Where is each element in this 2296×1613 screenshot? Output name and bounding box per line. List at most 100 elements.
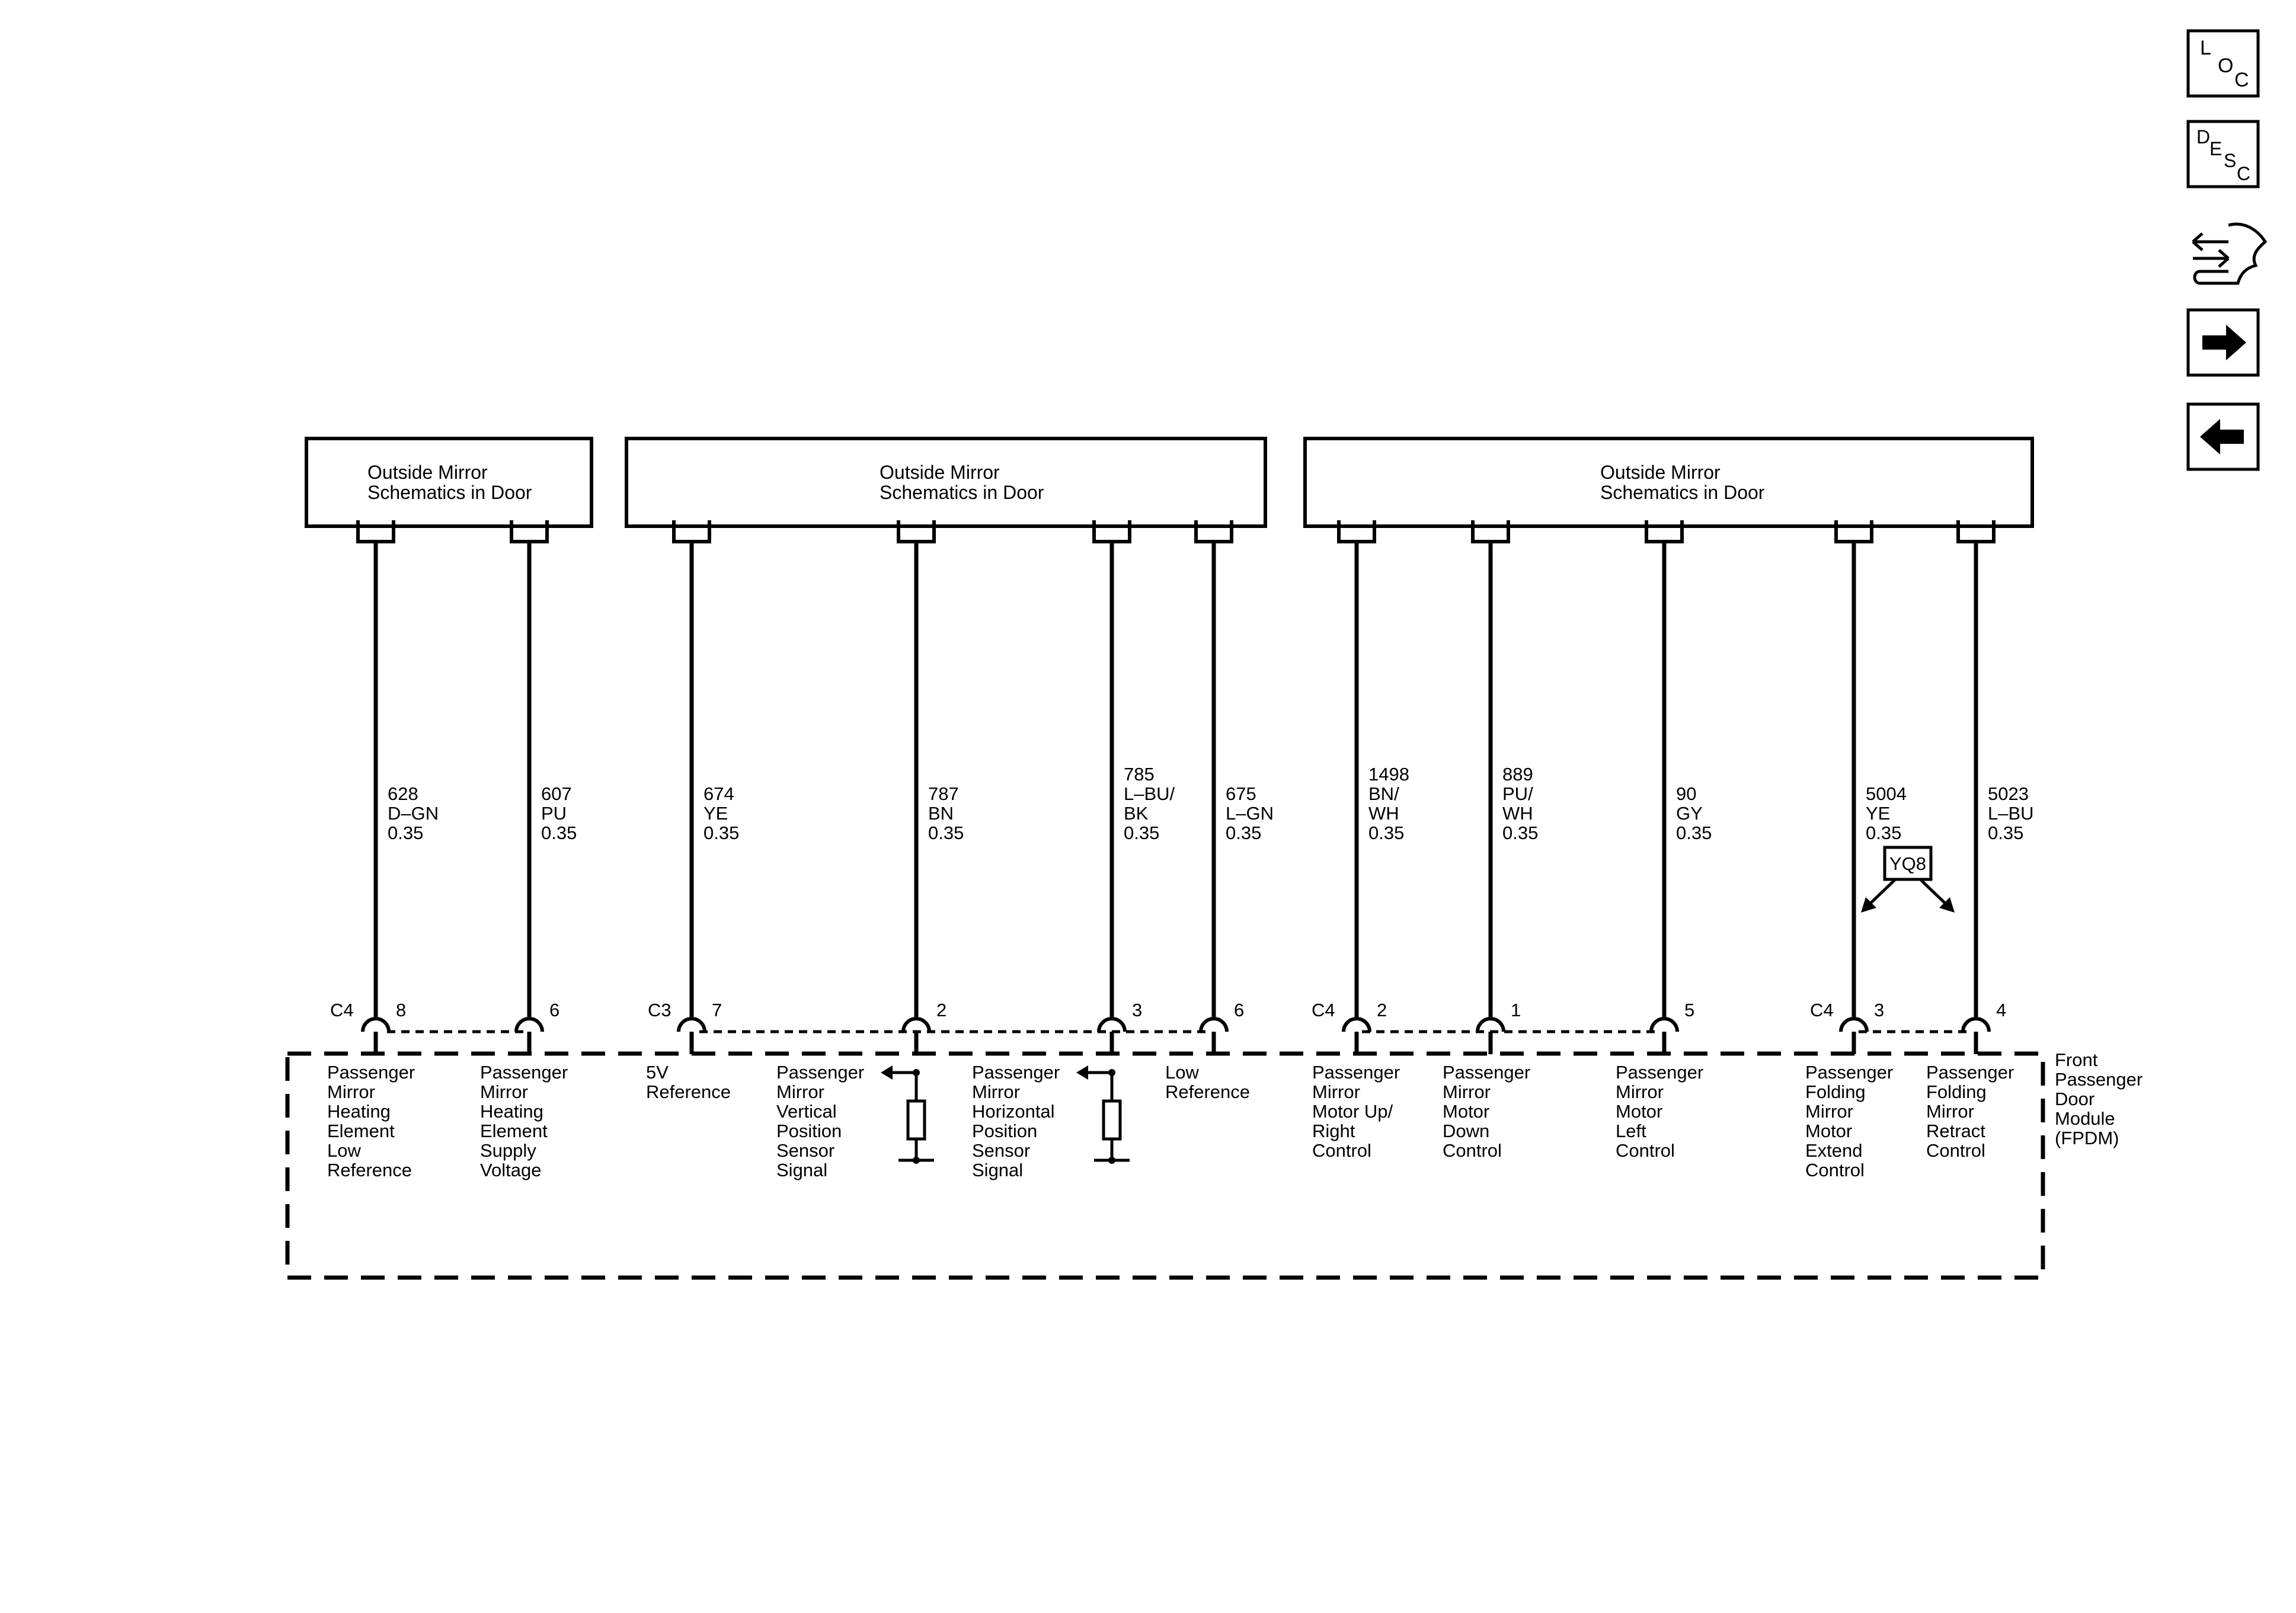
- terminal-description: Mirror: [480, 1081, 528, 1102]
- terminal-description: Passenger: [1805, 1062, 1893, 1083]
- top-box-1[interactable]: Outside Mirror Schematics in Door: [305, 437, 593, 528]
- terminal-description: Motor: [1805, 1121, 1852, 1141]
- wire-label: 0.35: [1502, 822, 1538, 843]
- terminal-description: Left: [1616, 1121, 1646, 1141]
- terminal-icon: [901, 1017, 931, 1032]
- terminal-description: Sensor: [776, 1140, 834, 1161]
- arrow-left-icon[interactable]: [2186, 402, 2260, 471]
- wire-787[interactable]: 787BN0.352PassengerMirrorVerticalPositio…: [776, 520, 964, 1180]
- terminal-description: Heating: [327, 1101, 391, 1122]
- terminal-description: Voltage: [480, 1160, 541, 1180]
- terminal-description: Passenger: [1926, 1062, 2014, 1083]
- terminal-description: 5V: [646, 1062, 669, 1083]
- terminal-icon: [1199, 1017, 1229, 1032]
- location-button[interactable]: L O C: [2186, 29, 2260, 98]
- signal-arrow-icon: [1076, 1065, 1088, 1080]
- wire-889[interactable]: 889PU/WH0.351PassengerMirrorMotorDownCon…: [1443, 520, 1538, 1161]
- terminal-description: Passenger: [776, 1062, 864, 1083]
- wire-label: 675: [1226, 783, 1256, 804]
- terminal-description: Control: [1926, 1140, 1985, 1161]
- terminal-description: Vertical: [776, 1101, 837, 1122]
- signal-arrow-icon: [881, 1065, 893, 1080]
- pin-number: 7: [712, 1000, 722, 1020]
- terminal-description: Motor: [1616, 1101, 1662, 1122]
- wire-label: 0.35: [703, 822, 739, 843]
- wire-785[interactable]: 785L–BU/BK0.353PassengerMirrorHorizontal…: [972, 520, 1175, 1180]
- terminal-icon: [1961, 1017, 1991, 1032]
- connector-id-c4-right: C4: [1810, 1000, 1834, 1020]
- connector-id-c3: C3: [648, 1000, 671, 1020]
- pin-number: 3: [1874, 1000, 1884, 1020]
- pin-number: 4: [1996, 1000, 2006, 1020]
- wire-5023[interactable]: 5023L–BU0.354PassengerFoldingMirrorRetra…: [1926, 520, 2034, 1161]
- wire-label: BN: [928, 803, 954, 824]
- terminal-description: Right: [1312, 1121, 1355, 1141]
- top-box-1-title-line2: Schematics in Door: [367, 482, 532, 503]
- wire-label: L–GN: [1226, 803, 1274, 824]
- terminal-description: Sensor: [972, 1140, 1030, 1161]
- module-label-line5: (FPDM): [2055, 1128, 2119, 1148]
- arrow-down-left-icon: [1861, 897, 1876, 913]
- option-yq8[interactable]: YQ8: [1861, 846, 1955, 913]
- wire-label: WH: [1502, 803, 1533, 824]
- module-label-line2: Passenger: [2055, 1069, 2142, 1090]
- terminal-icon: [1097, 1017, 1127, 1032]
- connector-id-c4-left: C4: [330, 1000, 354, 1020]
- description-button[interactable]: D E S C: [2186, 120, 2260, 188]
- module-label-line1: Front: [2055, 1049, 2098, 1070]
- wire-label: L–BU: [1988, 803, 2034, 824]
- terminal-description: Control: [1616, 1140, 1675, 1161]
- wire-label: 0.35: [541, 822, 577, 843]
- pin-number: 5: [1684, 1000, 1694, 1020]
- top-box-3-title-line2: Schematics in Door: [1600, 482, 1765, 503]
- wire-label: 0.35: [388, 822, 423, 843]
- terminal-description: Passenger: [972, 1062, 1060, 1083]
- wire-label: 785: [1124, 764, 1155, 785]
- connector-id-c4-mid: C4: [1312, 1000, 1335, 1020]
- terminal-description: Mirror: [327, 1081, 375, 1102]
- terminal-description: Down: [1443, 1121, 1489, 1141]
- terminal-description: Position: [972, 1121, 1037, 1141]
- terminal-description: Passenger: [480, 1062, 568, 1083]
- terminal-description: Supply: [480, 1140, 536, 1161]
- top-box-2-title-line1: Outside Mirror: [880, 462, 1000, 483]
- wire-label: 1498: [1368, 764, 1409, 785]
- terminal-description: Control: [1805, 1160, 1865, 1180]
- terminal-description: Mirror: [1312, 1081, 1360, 1102]
- terminal-description: Passenger: [1443, 1062, 1530, 1083]
- desc-letter-d: D: [2196, 126, 2210, 148]
- terminal-description: Heating: [480, 1101, 543, 1122]
- wire-label: 607: [541, 783, 572, 804]
- top-box-3[interactable]: Outside Mirror Schematics in Door: [1303, 437, 2034, 528]
- component-connector-icon[interactable]: [2192, 222, 2268, 285]
- terminal-description: Mirror: [1443, 1081, 1491, 1102]
- wire-label: BN/: [1368, 783, 1399, 804]
- wire-607[interactable]: 607PU0.356PassengerMirrorHeatingElementS…: [480, 520, 577, 1180]
- desc-letter-s: S: [2224, 150, 2236, 171]
- wire-label: L–BU/: [1124, 783, 1175, 804]
- wire-label: PU: [541, 803, 567, 824]
- wire-628[interactable]: 628D–GN0.358PassengerMirrorHeatingElemen…: [327, 520, 439, 1180]
- terminal-description: Element: [327, 1121, 395, 1141]
- terminal-description: Mirror: [1805, 1101, 1853, 1122]
- terminal-description: Motor: [1443, 1101, 1489, 1122]
- vertical-position-sensor: [881, 1065, 934, 1164]
- terminal-description: Mirror: [1926, 1101, 1974, 1122]
- wires-layer: 628D–GN0.358PassengerMirrorHeatingElemen…: [327, 520, 2034, 1180]
- wire-label: D–GN: [388, 803, 439, 824]
- wire-label: 0.35: [1988, 822, 2023, 843]
- pin-number: 6: [549, 1000, 559, 1020]
- arrow-right-icon[interactable]: [2186, 308, 2260, 377]
- terminal-description: Retract: [1926, 1121, 1985, 1141]
- terminal-description: Signal: [776, 1160, 827, 1180]
- wire-label: 0.35: [1226, 822, 1261, 843]
- wire-5004[interactable]: 5004YE0.353PassengerFoldingMirrorMotorEx…: [1805, 520, 1907, 1180]
- top-box-2[interactable]: Outside Mirror Schematics in Door: [625, 437, 1267, 528]
- terminal-description: Folding: [1805, 1081, 1866, 1102]
- terminal-icon: [1476, 1017, 1505, 1032]
